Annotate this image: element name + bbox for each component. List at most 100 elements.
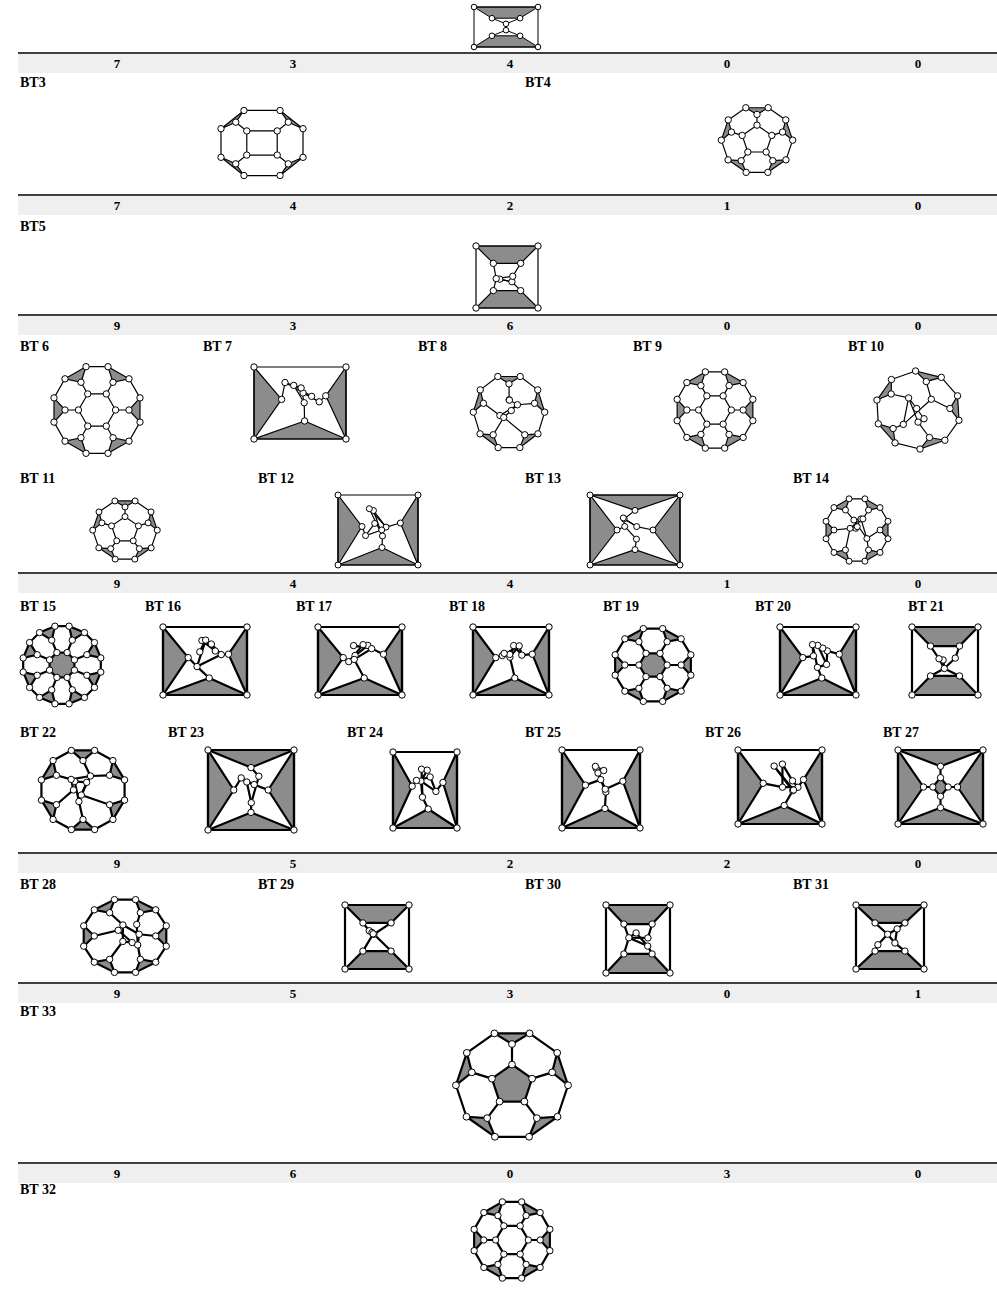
graph-vertex	[659, 625, 665, 631]
graph-vertex	[69, 687, 75, 693]
shaded-face	[393, 752, 412, 828]
shaded-face	[163, 627, 188, 695]
graph-edge	[606, 972, 670, 974]
graph-vertex	[291, 747, 297, 753]
count-number: 7	[114, 57, 121, 70]
graph-vertex	[633, 930, 639, 936]
graph-vertex	[518, 1275, 524, 1281]
graph-vertex	[860, 516, 866, 522]
graph-edge	[891, 371, 915, 380]
graph-vertex	[343, 436, 349, 442]
graph-edge	[337, 495, 338, 565]
graph-vertex	[26, 639, 32, 645]
graph-vertex	[46, 667, 52, 673]
graph-vertex	[823, 536, 829, 542]
graph-vertex	[587, 492, 593, 498]
graph-edge	[474, 7, 475, 47]
graph-vertex	[738, 158, 744, 164]
graph-edge	[254, 366, 346, 367]
graph-vertex	[463, 1049, 470, 1056]
graph-vertex	[212, 648, 218, 654]
graph-figure	[612, 625, 694, 704]
graph-vertex	[531, 400, 537, 406]
graph-figure	[90, 498, 161, 562]
graph-vertex	[535, 431, 541, 437]
count-number: 1	[915, 987, 922, 1000]
graph-vertex	[509, 1061, 516, 1068]
count-number: 0	[915, 199, 922, 212]
graph-vertex	[78, 435, 84, 441]
graph-name: BT 30	[525, 878, 561, 892]
graph-vertex	[954, 784, 960, 790]
graph-vertex	[251, 436, 257, 442]
graph-vertex	[823, 661, 829, 667]
graph-vertex	[379, 533, 385, 539]
shaded-face	[163, 678, 247, 695]
graph-vertex	[501, 414, 507, 420]
shaded-face	[804, 750, 822, 824]
graph-vertex	[335, 562, 341, 568]
graph-vertex	[664, 685, 670, 691]
graph-vertex	[501, 1223, 507, 1229]
graph-edge	[679, 495, 680, 565]
graph-edge	[561, 750, 563, 828]
graph-vertex	[506, 397, 512, 403]
graph-vertex	[53, 772, 59, 778]
graph-vertex	[938, 374, 944, 380]
count-number: 4	[507, 577, 514, 590]
graph-vertex	[535, 44, 541, 50]
graph-vertex	[523, 1212, 529, 1218]
shaded-face	[393, 809, 457, 828]
count-number: 2	[507, 199, 514, 212]
graph-vertex	[38, 777, 44, 783]
graph-vertex	[105, 363, 111, 369]
graph-edge	[912, 626, 978, 628]
graph-vertex	[493, 275, 499, 281]
graph-vertex	[894, 926, 900, 932]
graph-vertex	[921, 902, 927, 908]
graph-vertex	[135, 942, 141, 948]
graph-vertex	[726, 431, 732, 437]
graph-vertex	[111, 896, 117, 902]
graph-vertex	[71, 667, 77, 673]
graph-vertex	[781, 802, 787, 808]
graph-vertex	[510, 273, 516, 279]
graph-vertex	[49, 637, 55, 643]
graph-vertex	[424, 767, 430, 773]
graph-vertex	[725, 157, 731, 163]
graph-edge	[562, 749, 640, 751]
shaded-face	[590, 495, 617, 565]
graph-vertex	[626, 935, 632, 941]
graph-vertex	[649, 951, 655, 957]
graph-vertex	[122, 504, 128, 510]
graph-name: BT 13	[525, 472, 561, 486]
graph-edge	[293, 750, 295, 830]
graph-vertex	[895, 747, 901, 753]
graph-vertex	[800, 776, 806, 782]
graph-vertex	[495, 1261, 501, 1267]
graph-name: BT 21	[908, 600, 944, 614]
graph-vertex	[136, 546, 142, 552]
graph-vertex	[936, 656, 942, 662]
graph-vertex	[136, 931, 142, 937]
graph-name: BT3	[20, 76, 46, 90]
graph-vertex	[274, 128, 280, 134]
graph-vertex	[335, 492, 341, 498]
graph-vertex	[930, 784, 936, 790]
graph-vertex	[468, 1069, 475, 1076]
shaded-face	[552, 1053, 568, 1085]
graph-edge	[345, 367, 346, 439]
graph-vertex	[91, 933, 97, 939]
graph-vertex	[877, 549, 883, 555]
graph-vertex	[728, 129, 734, 135]
graph-vertex	[720, 421, 726, 427]
graph-vertex	[371, 931, 377, 937]
graph-vertex	[514, 402, 520, 408]
graph-vertex	[902, 948, 908, 954]
graph-vertex	[720, 393, 726, 399]
graph-figure	[20, 623, 104, 707]
graph-vertex	[185, 654, 191, 660]
graph-vertex	[721, 445, 727, 451]
graph-vertex	[645, 943, 651, 949]
graph-edge	[246, 627, 248, 695]
